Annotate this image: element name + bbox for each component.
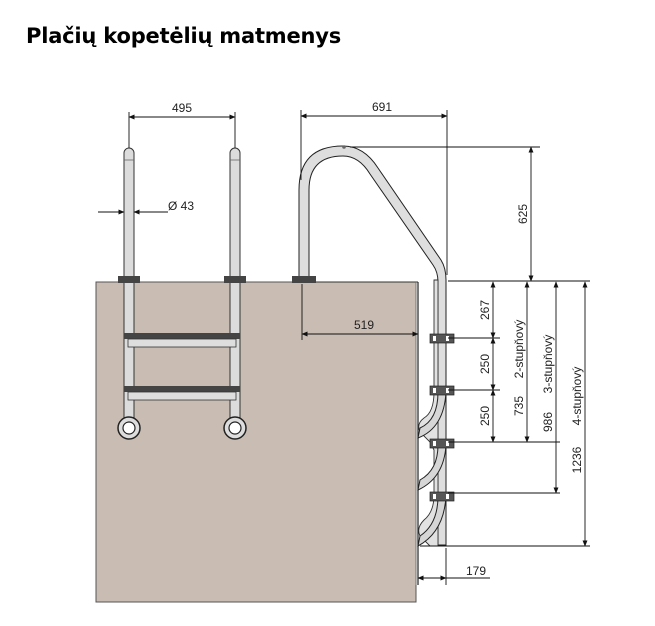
page-title: Plačių kopetėlių matmenys bbox=[26, 24, 342, 48]
front-rail-left bbox=[123, 147, 135, 425]
dim-735-label: 735 bbox=[512, 396, 526, 416]
dim-179-label: 179 bbox=[466, 564, 486, 578]
dim-986-type: 3-stupňový bbox=[541, 335, 555, 394]
dim-250a-label: 250 bbox=[478, 354, 492, 374]
side-ladder bbox=[292, 145, 455, 547]
front-anchor-right bbox=[224, 276, 246, 283]
dim-1236-type: 4-stupňový bbox=[570, 367, 584, 426]
front-bumper-right bbox=[223, 416, 247, 440]
dim-step-stack: 267 250 250 bbox=[420, 281, 590, 547]
side-anchor bbox=[292, 276, 316, 283]
dim-735: 735 2-stupňový bbox=[512, 281, 530, 443]
front-bumper-left bbox=[117, 416, 141, 440]
dim-691-label: 691 bbox=[372, 100, 392, 114]
dim-735-type: 2-stupňový bbox=[512, 320, 526, 379]
dim-179: 179 bbox=[417, 548, 490, 585]
dim-986-label: 986 bbox=[541, 412, 555, 432]
dim-495: 495 bbox=[128, 101, 236, 148]
dim-495-label: 495 bbox=[172, 101, 192, 115]
dim-625: 625 bbox=[350, 146, 540, 282]
dim-1236: 1236 4-stupňový bbox=[540, 280, 590, 547]
dim-1236-label: 1236 bbox=[570, 446, 584, 473]
dim-250b-label: 250 bbox=[478, 406, 492, 426]
front-rail-right bbox=[229, 147, 241, 425]
dim-diameter: Ø 43 bbox=[98, 199, 194, 215]
dim-691: 691 bbox=[300, 100, 448, 275]
dim-267-label: 267 bbox=[478, 300, 492, 320]
front-step-1 bbox=[124, 333, 240, 348]
front-anchor-left bbox=[118, 276, 140, 283]
dim-986: 986 3-stupňový bbox=[541, 281, 559, 494]
front-step-2 bbox=[124, 386, 240, 401]
dim-519-label: 519 bbox=[354, 318, 374, 332]
dim-519: 519 bbox=[301, 284, 419, 340]
side-step-brackets bbox=[429, 333, 455, 502]
dim-diameter-label: Ø 43 bbox=[168, 199, 194, 213]
front-ladder bbox=[117, 147, 247, 440]
dim-625-label: 625 bbox=[516, 204, 530, 224]
